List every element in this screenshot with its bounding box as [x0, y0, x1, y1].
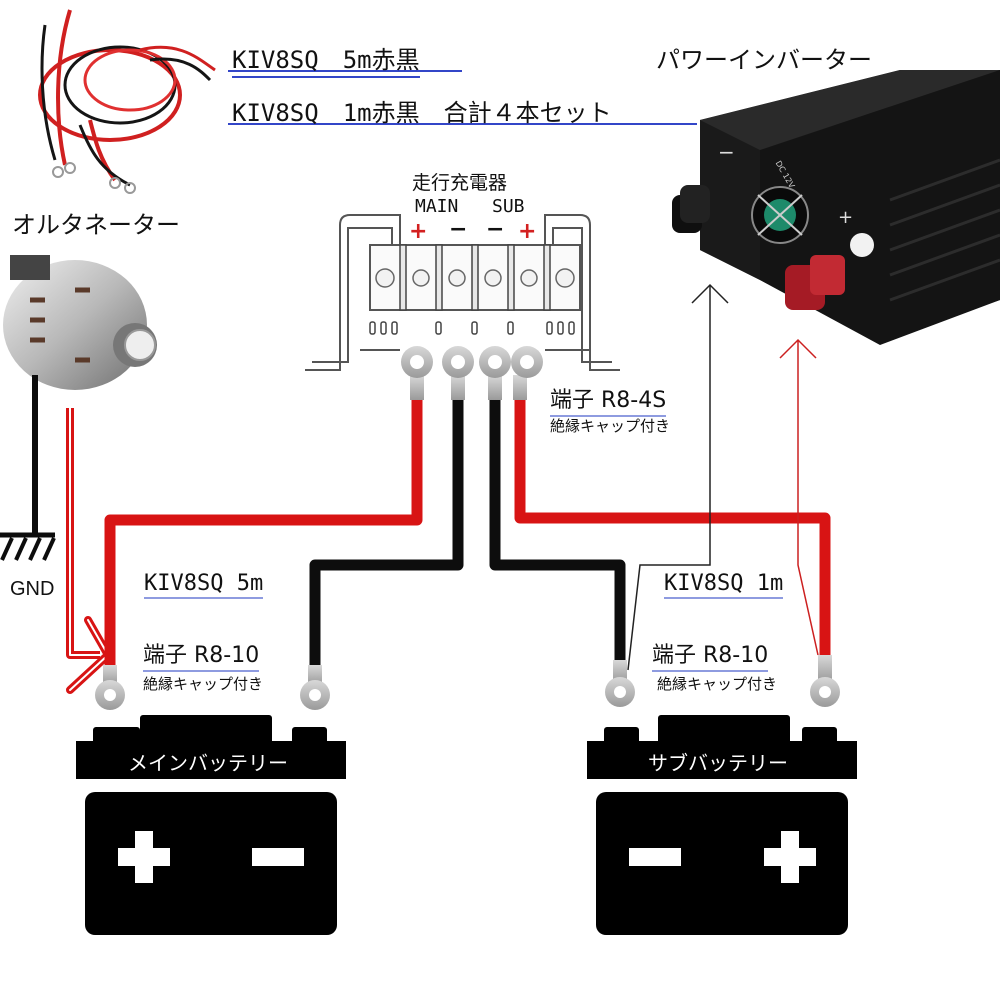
ground-symbol — [0, 375, 56, 561]
inverter-title: パワーインバーター — [656, 46, 872, 74]
charger-body — [305, 214, 620, 371]
sub-cable-spec: KIV8SQ 1m — [664, 571, 784, 599]
charger-terminal-main-plus: + — [409, 219, 428, 244]
main-terminal-spec: 端子 R8-10 — [143, 637, 260, 672]
inverter-plus-mark: + — [838, 207, 854, 228]
ground-label: GND — [10, 578, 55, 600]
charger-sub-label: SUB — [492, 196, 525, 217]
main-cable-spec: KIV8SQ 5m — [144, 571, 264, 599]
cable-set-photo — [38, 9, 216, 194]
charger-title: 走行充電器 — [412, 172, 508, 194]
wire-sub-positive — [514, 400, 831, 655]
charger-terminal-spec: 端子 R8-4S — [550, 382, 667, 417]
charger-terminal-note: 絶縁キャップ付き — [550, 417, 671, 435]
cable-set-label-5m: KIV8SQ 5m赤黒 — [232, 40, 420, 78]
battery-ring-terminals — [95, 655, 840, 710]
sub-battery-icon — [587, 715, 857, 935]
alternator-photo — [3, 255, 157, 390]
charger-main-label: MAIN — [415, 196, 459, 217]
charger-terminal-sub-plus: + — [518, 219, 537, 244]
cable-set-label-1m: KIV8SQ 1m赤黒 合計４本セット — [232, 99, 612, 127]
wire-main-positive — [104, 400, 423, 668]
sub-terminal-spec: 端子 R8-10 — [652, 637, 769, 672]
inverter-positive-feed — [779, 338, 819, 656]
inverter-photo — [672, 70, 1000, 345]
sub-terminal-note: 絶縁キャップ付き — [657, 675, 778, 693]
main-terminal-note: 絶縁キャップ付き — [143, 675, 264, 693]
sub-battery-label: サブバッテリー — [648, 751, 788, 775]
charger-terminal-main-minus: − — [449, 217, 468, 242]
main-battery-icon — [76, 715, 346, 935]
inverter-minus-mark: − — [718, 140, 735, 164]
alternator-title: オルタネーター — [12, 211, 180, 239]
charger-ring-terminals — [401, 346, 543, 400]
main-battery-label: メインバッテリー — [128, 751, 288, 775]
alternator-output-arrow — [66, 408, 112, 694]
wire-sub-negative — [489, 400, 626, 660]
inverter-negative-feed — [627, 283, 729, 671]
charger-terminal-sub-minus: − — [486, 217, 505, 242]
wire-main-negative — [309, 400, 464, 665]
